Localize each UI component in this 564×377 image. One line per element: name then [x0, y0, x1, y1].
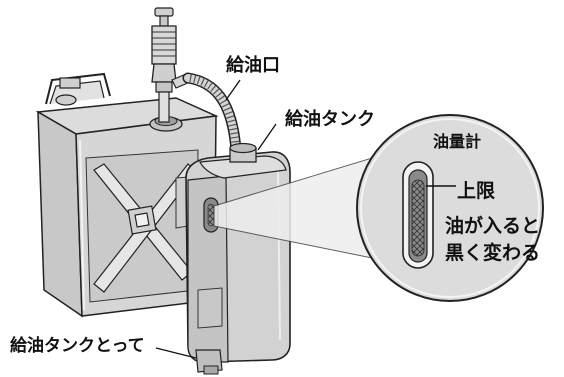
fuel-tank — [185, 142, 291, 375]
jerry-can — [35, 72, 219, 318]
fuel-tank-label: 給油タンク — [285, 109, 375, 130]
leader-lines — [155, 79, 277, 359]
magnifier — [356, 114, 544, 302]
upper-limit-label: 上限 — [457, 180, 496, 202]
oil-gauge-label: 油量計 — [433, 132, 482, 151]
x-brace — [93, 163, 197, 293]
filler-port-label: 給油口 — [226, 55, 280, 76]
siphon-pump — [151, 7, 191, 123]
tank-handle-label: 給油タンクとって — [10, 336, 145, 356]
gauge-note-line1: 油が入ると — [445, 215, 541, 237]
gauge-note-line2: 黒く変わる — [445, 242, 541, 264]
hose — [182, 72, 242, 156]
